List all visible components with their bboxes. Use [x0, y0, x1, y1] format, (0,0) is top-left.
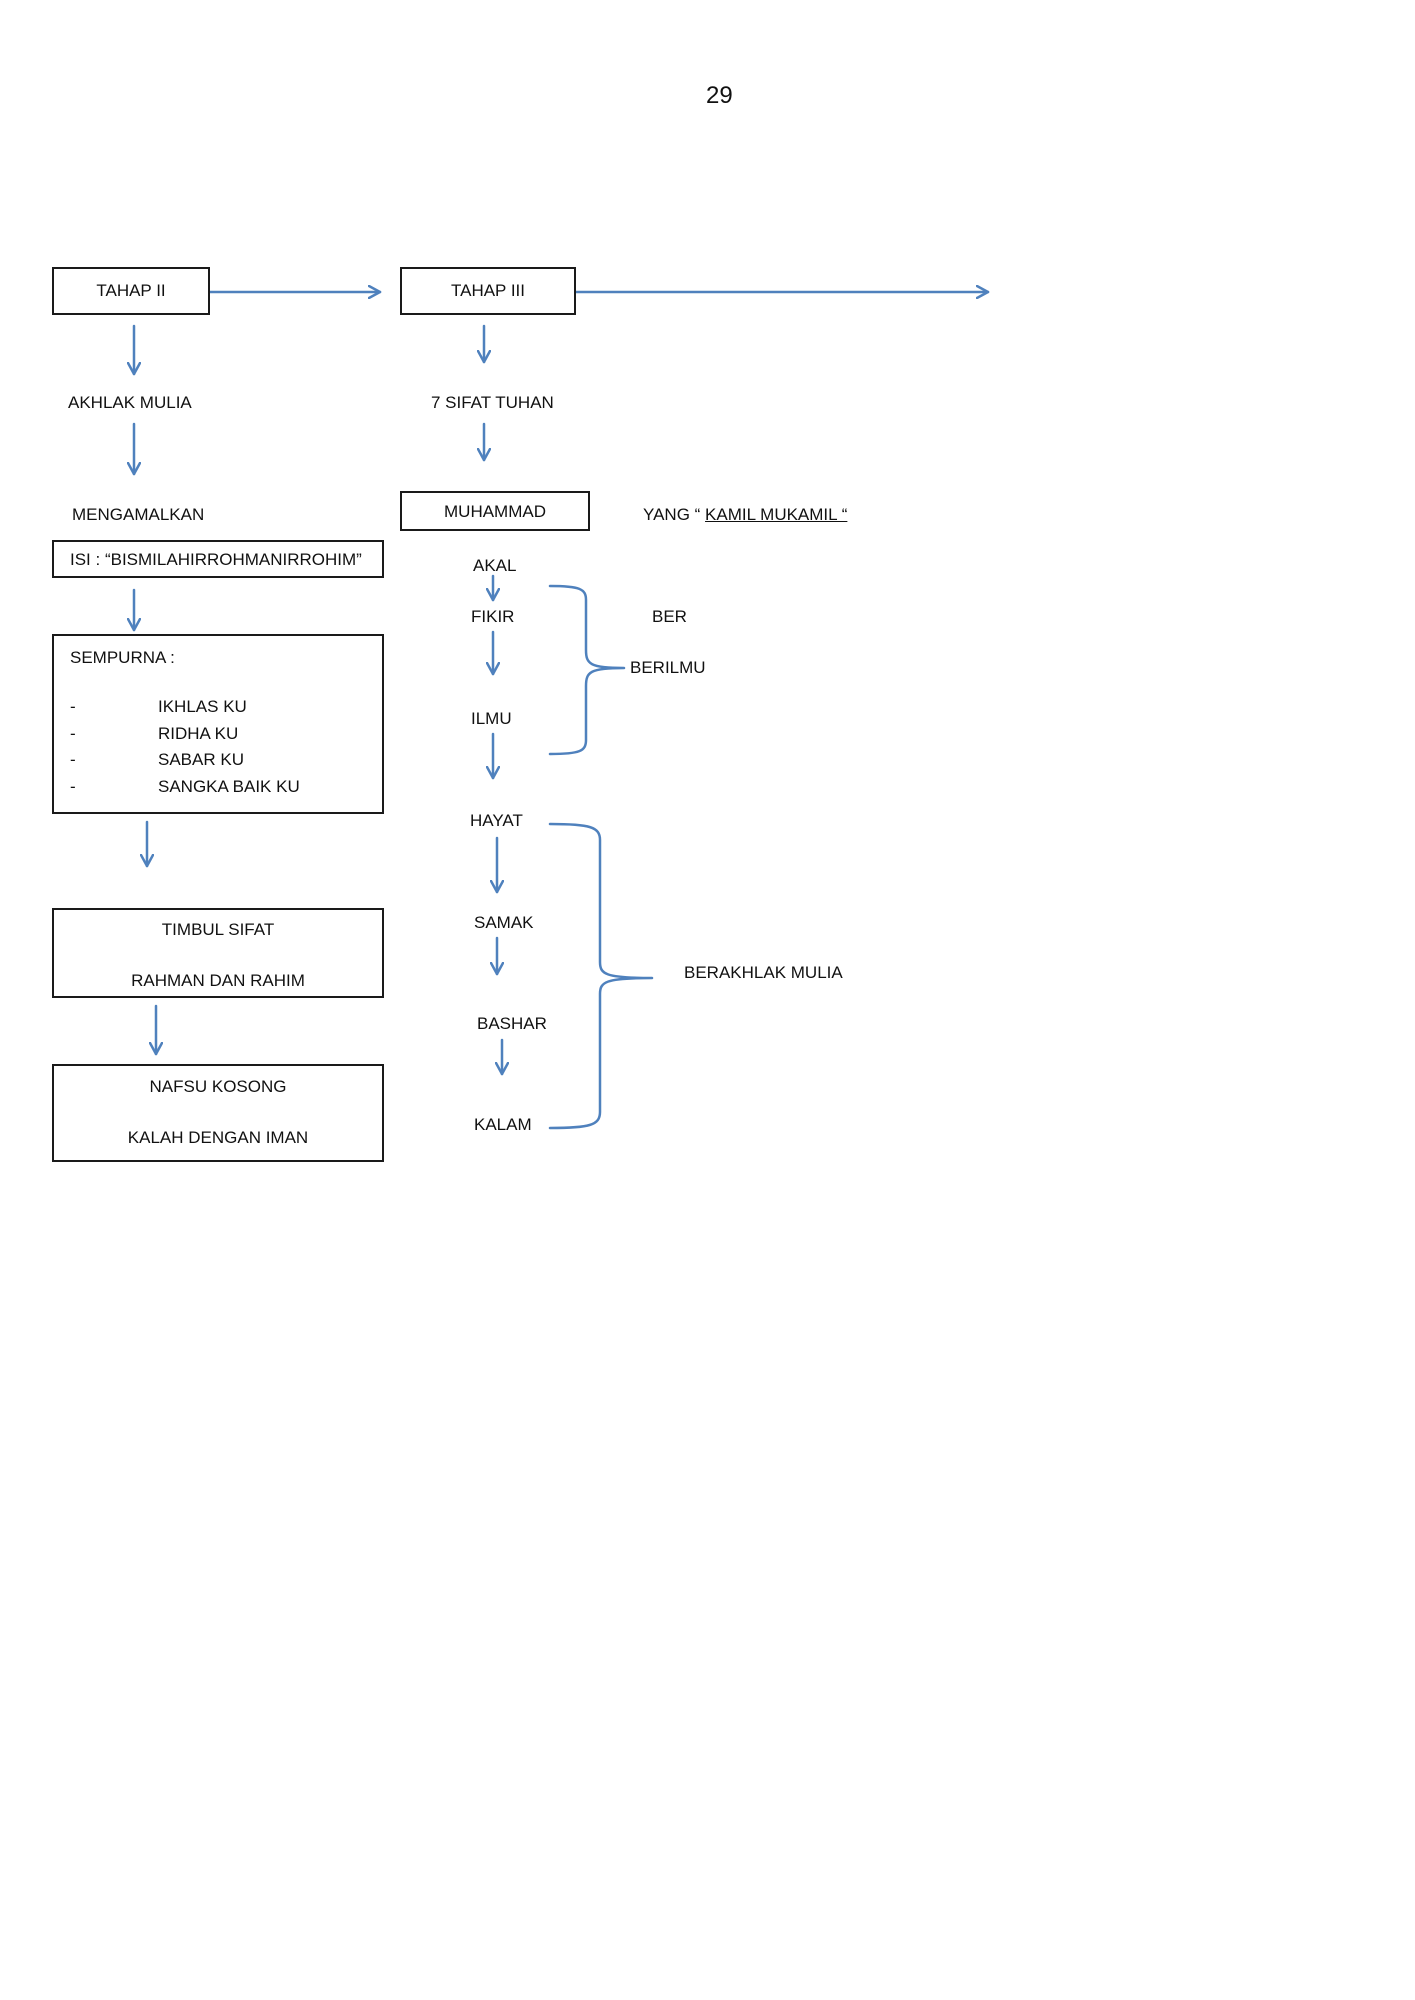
mengamalkan-label: MENGAMALKAN [72, 505, 205, 524]
berilmu-label: BERILMU [630, 658, 706, 677]
akhlak-mulia-label: AKHLAK MULIA [68, 393, 192, 412]
bullet-dash: - [70, 697, 76, 716]
timbul-sifat-line2: RAHMAN DAN RAHIM [131, 971, 305, 990]
isi-box: ISI : “BISMILAHIRROHMANIRROHIM” [52, 540, 384, 578]
sempurna-item-ridha: RIDHA KU [158, 724, 239, 743]
bullet-dash: - [70, 724, 76, 743]
kamil-mukamil-text: KAMIL MUKAMIL “ [705, 505, 848, 524]
nafsu-kosong-box: NAFSU KOSONG KALAH DENGAN IMAN [52, 1064, 384, 1162]
tahap-3-box: TAHAP III [400, 267, 576, 315]
yang-prefix: YANG “ [643, 505, 701, 524]
sempurna-item-sabar: SABAR KU [158, 750, 244, 769]
page-number: 29 [706, 82, 733, 109]
sempurna-title: SEMPURNA : [70, 648, 175, 667]
step-bashar: BASHAR [477, 1014, 547, 1033]
timbul-sifat-box: TIMBUL SIFAT RAHMAN DAN RAHIM [52, 908, 384, 998]
tahap-3-label: TAHAP III [450, 281, 525, 300]
brace-berilmu [548, 584, 626, 756]
step-fikir: FIKIR [471, 607, 515, 626]
yang-kamil-mukamil-label: YANG “ KAMIL MUKAMIL “ [643, 505, 847, 525]
bullet-dash: - [70, 750, 76, 769]
nafsu-kosong-line2: KALAH DENGAN IMAN [127, 1128, 309, 1147]
tahap-2-label: TAHAP II [96, 281, 166, 300]
berakhlak-mulia-label: BERAKHLAK MULIA [684, 963, 843, 982]
step-hayat: HAYAT [470, 811, 523, 830]
sempurna-item-ikhlas: IKHLAS KU [158, 697, 247, 716]
muhammad-label: MUHAMMAD [444, 502, 546, 521]
timbul-sifat-line1: TIMBUL SIFAT [161, 920, 275, 939]
step-samak: SAMAK [474, 913, 534, 932]
brace-berakhlak [548, 822, 654, 1130]
step-ilmu: ILMU [471, 709, 512, 728]
ber-label: BER [652, 607, 687, 626]
muhammad-box: MUHAMMAD [400, 491, 590, 531]
7-sifat-tuhan-label: 7 SIFAT TUHAN [431, 393, 554, 412]
sempurna-item-sangka-baik: SANGKA BAIK KU [158, 777, 300, 796]
nafsu-kosong-line1: NAFSU KOSONG [149, 1077, 287, 1096]
isi-label: ISI : “BISMILAHIRROHMANIRROHIM” [70, 550, 362, 569]
bullet-dash: - [70, 777, 76, 796]
sempurna-box: SEMPURNA : - IKHLAS KU - RIDHA KU - SABA… [52, 634, 384, 814]
step-akal: AKAL [473, 556, 517, 575]
tahap-2-box: TAHAP II [52, 267, 210, 315]
step-kalam: KALAM [474, 1115, 532, 1134]
